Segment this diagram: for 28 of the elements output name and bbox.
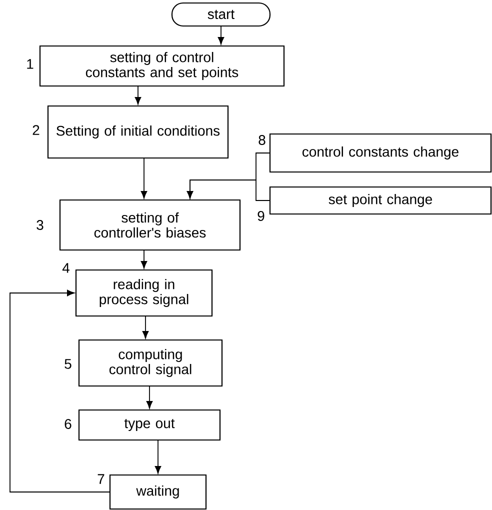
process-box: waiting: [109, 474, 207, 510]
arrow: [10, 290, 110, 492]
arrow: [218, 26, 224, 45]
process-box: type out: [78, 409, 221, 441]
callout-number: 6: [64, 419, 72, 429]
terminal-box: start: [171, 2, 271, 27]
process-box: Setting of initial conditions: [47, 105, 229, 159]
process-box: reading in process signal: [75, 269, 213, 317]
arrow: [140, 158, 148, 199]
callout-number: 9: [258, 211, 264, 221]
arrow: [146, 386, 153, 409]
callout-number: 8: [258, 135, 266, 145]
arrow: [154, 440, 162, 474]
process-box: computing control signal: [78, 339, 223, 387]
callout-number: 7: [98, 474, 104, 484]
arrow: [186, 180, 270, 201]
process-box: set point change: [269, 186, 492, 215]
process-box: setting of control constants and set points: [39, 45, 285, 87]
callout-number: 4: [62, 263, 70, 273]
process-box: control constants change: [269, 133, 492, 173]
callout-number: 3: [36, 220, 44, 230]
arrow: [142, 316, 149, 339]
process-box: setting of controller's biases: [59, 199, 241, 251]
callout-number: 1: [27, 59, 34, 69]
arrow: [140, 250, 148, 269]
arrow: [134, 86, 142, 105]
callout-number: 5: [64, 359, 72, 369]
callout-number: 2: [32, 125, 40, 135]
